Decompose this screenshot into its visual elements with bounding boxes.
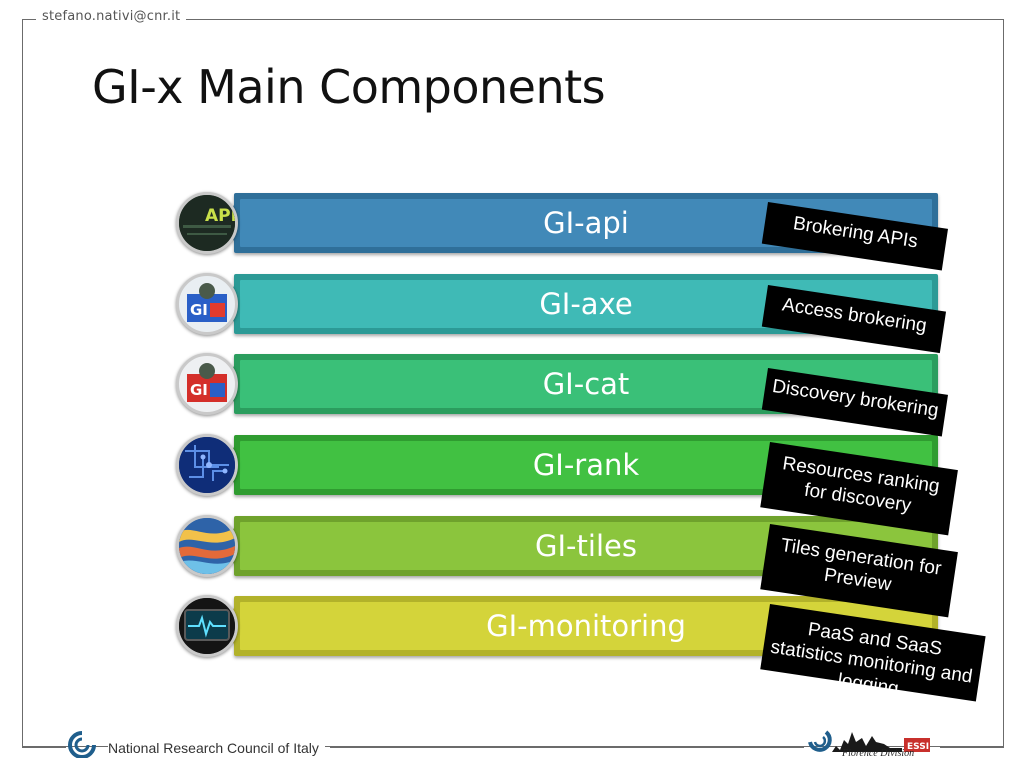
component-name: GI-monitoring <box>486 609 686 643</box>
gi-cat-icon-text: GI <box>190 381 208 399</box>
footer-divider-middle <box>330 747 804 748</box>
gi-axe-icon-text: GI <box>190 301 208 319</box>
slide-title: GI-x Main Components <box>92 60 606 114</box>
footer-divider-right <box>940 747 1004 748</box>
component-name: GI-axe <box>539 287 633 321</box>
slide-frame <box>22 19 1004 747</box>
component-name: GI-api <box>543 206 629 240</box>
component-row-gi-monitoring: GI-monitoring <box>176 594 976 660</box>
essi-division-label: Florence Division <box>842 748 915 759</box>
essi-lab-logo-icon: ESSI <box>808 730 930 752</box>
component-name: GI-cat <box>542 367 630 401</box>
essi-badge-text: ESSI <box>907 742 929 752</box>
cnr-logo-icon <box>68 731 96 758</box>
api-icon: API <box>176 192 238 254</box>
gi-cat-icon: GI <box>176 353 238 415</box>
footer-divider-left <box>22 747 66 748</box>
gi-axe-icon: GI <box>176 273 238 335</box>
author-email: stefano.nativi@cnr.it <box>36 9 187 24</box>
monitor-icon <box>176 595 238 657</box>
tiles-icon <box>176 515 238 577</box>
organization-name: National Research Council of Italy <box>108 740 325 756</box>
api-icon-text: API <box>205 206 235 226</box>
circuit-icon <box>176 434 238 496</box>
component-name: GI-tiles <box>535 529 637 563</box>
component-name: GI-rank <box>532 448 640 482</box>
